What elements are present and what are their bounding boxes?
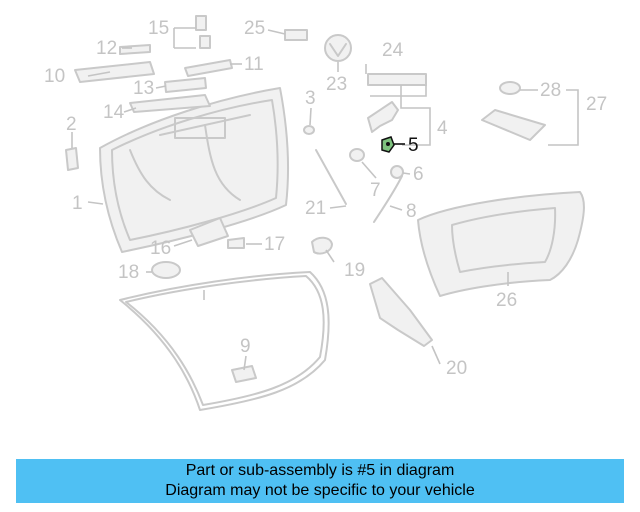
callout-15: 15 (148, 18, 169, 39)
callout-2: 2 (66, 114, 77, 135)
bumper-part (349, 148, 365, 162)
weatherstrip-part (119, 271, 330, 411)
callout-9: 9 (240, 336, 251, 357)
callout-26: 26 (496, 290, 517, 311)
badge-part (284, 29, 308, 41)
callout-1: 1 (72, 193, 83, 214)
callout-12: 12 (96, 38, 117, 59)
callout-14: 14 (103, 102, 125, 123)
callout-18: 18 (118, 262, 139, 283)
bracket-part (367, 101, 399, 133)
lock-parts-group (151, 217, 333, 279)
callout-16: 16 (150, 238, 171, 259)
latch-clip-part (65, 147, 79, 171)
trunk-lid-part (99, 87, 289, 253)
emblem-part (324, 34, 352, 62)
callout-20: 20 (446, 358, 467, 379)
callout-10: 10 (44, 66, 65, 87)
banner-line-part-number: Part or sub-assembly is #5 in diagram (185, 462, 455, 479)
hinge-arm-part (369, 277, 433, 347)
callout-labels: 1 2 3 4 5 6 7 8 9 10 11 12 13 14 15 16 1… (44, 18, 607, 379)
callout-17: 17 (264, 234, 285, 255)
trim-strip-part (367, 73, 427, 86)
parts-diagram: 1 2 3 4 5 6 7 8 9 10 11 12 13 14 15 16 1… (44, 15, 607, 411)
support-rod-part (373, 175, 403, 223)
callout-13: 13 (133, 78, 154, 99)
info-banner: Part or sub-assembly is #5 in diagram Di… (16, 459, 624, 503)
callout-19: 19 (344, 260, 365, 281)
callout-7: 7 (370, 180, 381, 201)
callout-24: 24 (382, 40, 404, 61)
nut-part (390, 165, 404, 179)
trunk-liner-part (417, 191, 585, 297)
callout-11: 11 (244, 54, 264, 75)
callout-5: 5 (408, 135, 419, 156)
hinge-parts-group (74, 15, 233, 113)
callout-3: 3 (305, 88, 316, 109)
callout-23: 23 (326, 74, 347, 95)
lamp-part (481, 81, 546, 141)
callout-4: 4 (437, 118, 448, 139)
leader-lines (71, 27, 579, 371)
gas-strut-part (315, 149, 347, 205)
grommet-part (303, 125, 315, 135)
callout-25: 25 (244, 18, 265, 39)
callout-27: 27 (586, 94, 607, 115)
callout-21: 21 (305, 198, 326, 219)
callout-6: 6 (413, 164, 424, 185)
callout-8: 8 (406, 201, 417, 222)
banner-line-disclaimer: Diagram may not be specific to your vehi… (165, 482, 475, 499)
highlighted-clip-part (381, 136, 395, 153)
striker-part (231, 365, 257, 383)
callout-28: 28 (540, 80, 561, 101)
